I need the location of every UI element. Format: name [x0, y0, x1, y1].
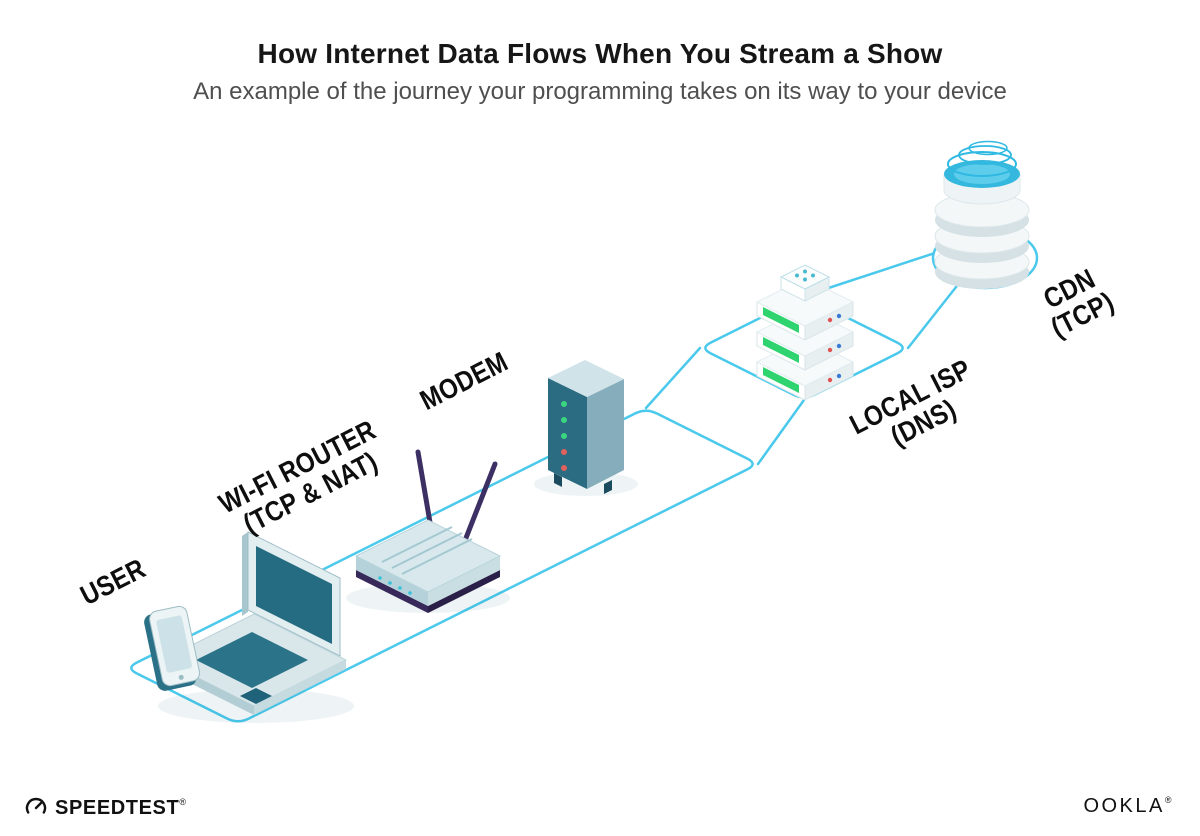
laptop-trackpad	[240, 688, 272, 704]
laptop-keyboard	[196, 632, 308, 688]
laptop-screen	[256, 546, 332, 644]
cdn-database-illustration	[934, 140, 1030, 289]
phone-illustration	[144, 605, 201, 691]
ookla-registered-mark: ®	[1164, 795, 1174, 805]
router-antenna-right	[461, 461, 498, 546]
page-title: How Internet Data Flows When You Stream …	[257, 38, 943, 69]
page-subtitle: An example of the journey your programmi…	[193, 78, 1007, 105]
cdn-vortex-ring	[958, 145, 1012, 165]
speedtest-logo: SPEEDTEST®	[24, 796, 187, 820]
phone-screen	[156, 615, 192, 673]
modem-led-green	[561, 401, 567, 407]
speedtest-wordmark: SPEEDTEST®	[55, 796, 187, 819]
modem-led-green	[561, 417, 567, 423]
cdn-vortex-ring	[968, 140, 1008, 156]
speedtest-gauge-icon	[25, 797, 47, 814]
modem-illustration	[534, 360, 638, 496]
speedtest-registered-mark: ®	[179, 796, 187, 807]
ookla-wordmark: OOKLA	[1083, 795, 1165, 817]
isp-server-illustration	[755, 264, 855, 401]
road-connector-panel-to-isp-bottom	[756, 398, 806, 466]
modem-led-green	[561, 433, 567, 439]
cdn-vortex-ring	[947, 151, 1017, 177]
road-connector-isp-to-cdn-bottom	[906, 280, 962, 350]
modem-led-red	[561, 465, 567, 471]
router-illustration	[346, 449, 510, 613]
ookla-logo: OOKLA®	[1083, 795, 1174, 818]
road-connector-panel-to-isp-top	[644, 346, 702, 410]
modem-led-red	[561, 449, 567, 455]
